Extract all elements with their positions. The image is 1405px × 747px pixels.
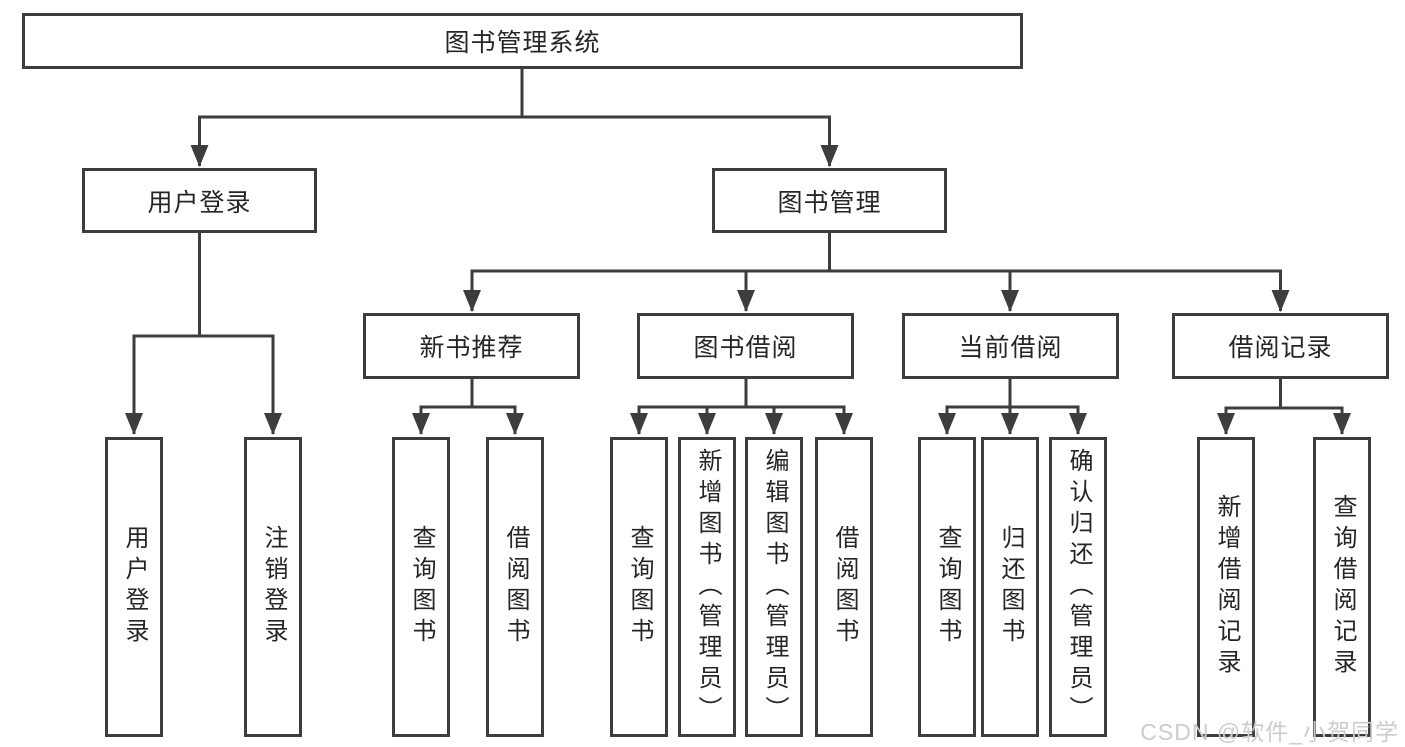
leaf-borrow-add-books-admin: 新增图书（管理员） — [678, 437, 736, 737]
leaf-borrow-borrow-books: 借阅图书 — [815, 437, 873, 737]
node-borrow-record: 借阅记录 — [1172, 313, 1389, 379]
leaf-borrow-query-books: 查询图书 — [610, 437, 668, 737]
leaf-current-query-books: 查询图书 — [918, 437, 976, 737]
node-user-login: 用户登录 — [82, 168, 317, 233]
node-label: 当前借阅 — [958, 334, 1063, 362]
node-new-book-recommend: 新书推荐 — [363, 313, 580, 379]
node-current-borrow: 当前借阅 — [902, 313, 1119, 379]
node-label: 查询图书 — [626, 525, 653, 649]
leaf-borrow-edit-books-admin: 编辑图书（管理员） — [745, 437, 803, 737]
node-root-library-system: 图书管理系统 — [22, 13, 1023, 69]
node-label: 用户登录 — [147, 188, 252, 217]
node-label: 图书管理系统 — [444, 29, 601, 57]
leaf-record-add-borrow-record: 新增借阅记录 — [1197, 437, 1255, 737]
leaf-user-login: 用户登录 — [105, 437, 163, 737]
node-label: 新增借阅记录 — [1213, 494, 1240, 680]
leaf-current-confirm-return-admin: 确认归还（管理员） — [1049, 437, 1107, 737]
node-book-borrow: 图书借阅 — [637, 313, 854, 379]
node-label: 归还图书 — [997, 525, 1024, 649]
leaf-logout: 注销登录 — [244, 437, 302, 737]
node-label: 图书借阅 — [693, 334, 798, 362]
leaf-record-query-borrow-record: 查询借阅记录 — [1313, 437, 1371, 737]
node-label: 查询图书 — [934, 525, 961, 649]
csdn-watermark: CSDN @软件_小贺同学 — [1140, 719, 1399, 745]
node-label: 借阅图书 — [502, 525, 529, 649]
leaf-recommend-borrow-books: 借阅图书 — [486, 437, 544, 737]
node-label: 查询图书 — [408, 525, 435, 649]
node-label: 借阅图书 — [831, 525, 858, 649]
node-label: 用户登录 — [121, 525, 148, 649]
leaf-current-return-books: 归还图书 — [981, 437, 1039, 737]
node-label: 新书推荐 — [419, 334, 524, 362]
node-label: 注销登录 — [260, 525, 287, 649]
node-label: 图书管理 — [777, 188, 882, 217]
node-label: 新增图书（管理员） — [694, 447, 721, 727]
node-label: 借阅记录 — [1228, 334, 1333, 362]
node-label: 确认归还（管理员） — [1065, 447, 1092, 727]
leaf-recommend-query-books: 查询图书 — [392, 437, 450, 737]
node-book-management: 图书管理 — [712, 168, 947, 233]
node-label: 编辑图书（管理员） — [761, 447, 788, 727]
node-label: 查询借阅记录 — [1329, 494, 1356, 680]
